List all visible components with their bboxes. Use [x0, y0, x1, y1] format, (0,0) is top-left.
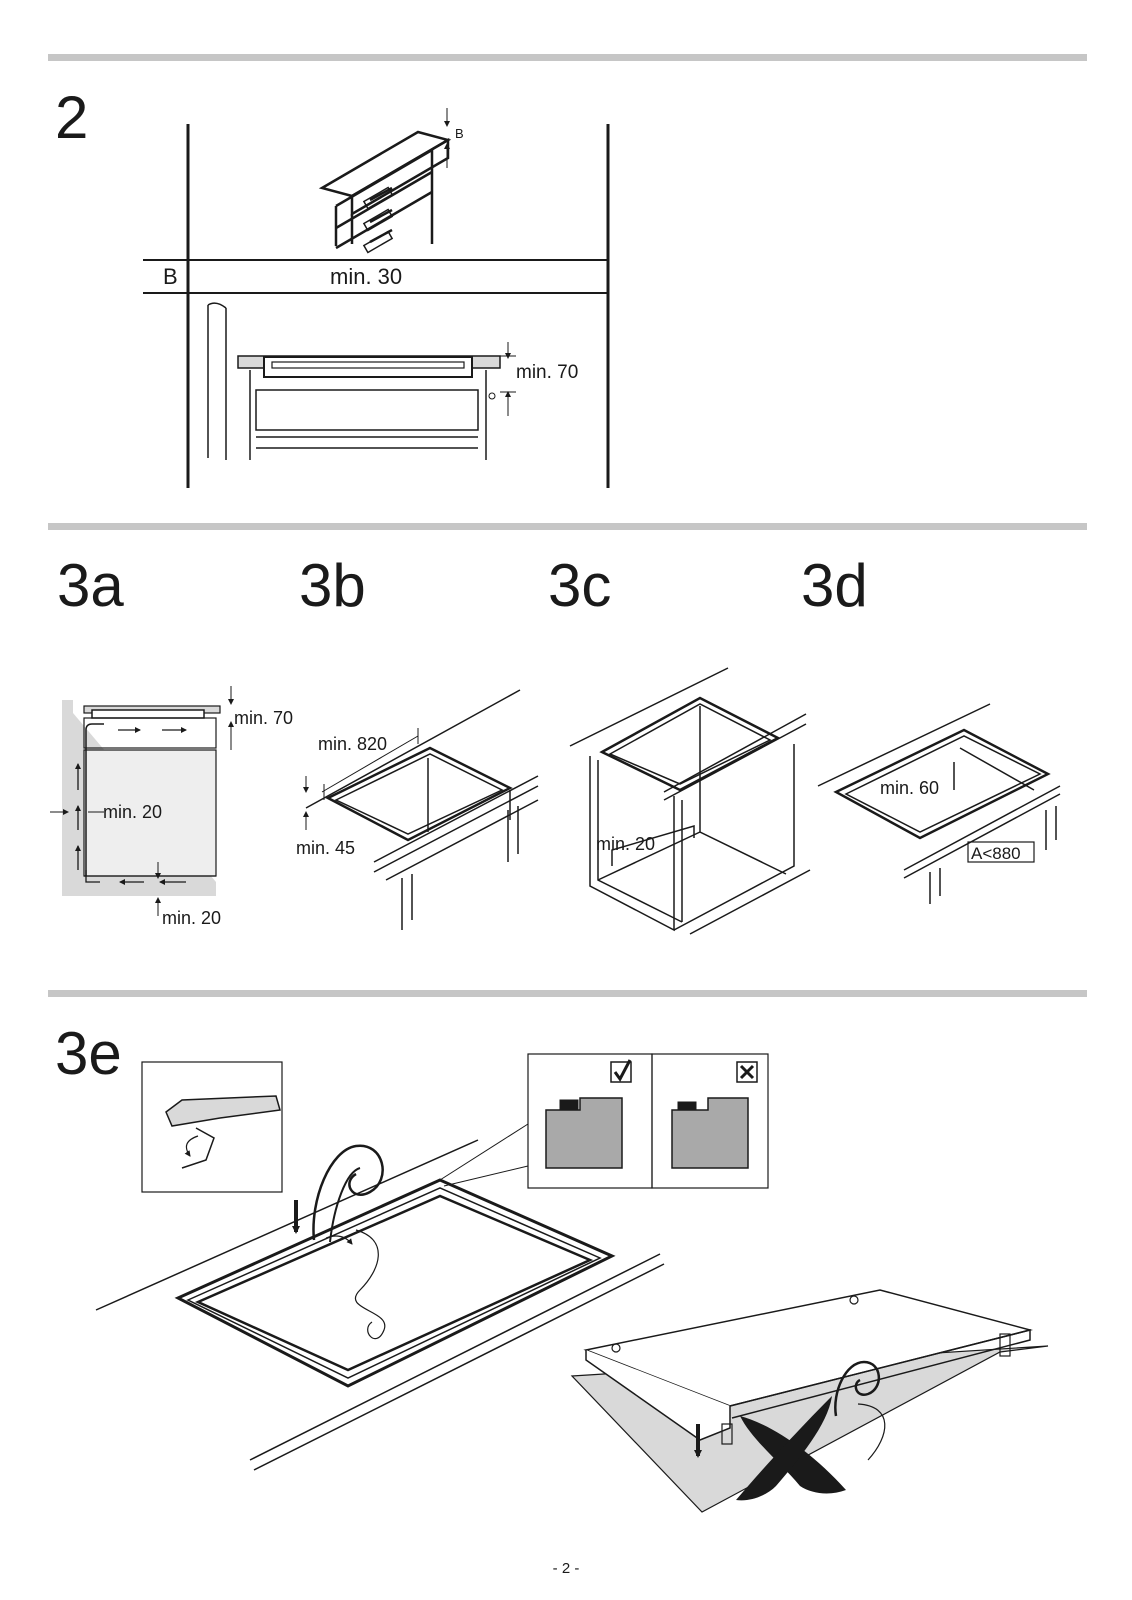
seal-inset-box	[141, 1061, 283, 1193]
check-mark-icon	[610, 1059, 632, 1083]
figure-number-3e: 3e	[55, 1020, 122, 1087]
label-min-70-fig2: min. 70	[516, 362, 578, 383]
section-divider-top	[48, 54, 1087, 61]
figure-number-3b: 3b	[299, 552, 366, 619]
label-b-row: B	[163, 264, 178, 289]
figure-number-3a: 3a	[57, 552, 124, 619]
label-min-70-fig3a: min. 70	[234, 708, 293, 728]
figure-3b-drawing	[303, 689, 539, 930]
figure-3d-drawing	[817, 703, 1061, 904]
cross-mark-icon	[736, 1061, 758, 1083]
figure-number-3c: 3c	[548, 552, 612, 619]
figure-3c-drawing	[569, 667, 811, 935]
figure-number-3d: 3d	[801, 552, 868, 619]
label-min-30: min. 30	[330, 264, 402, 289]
label-min-45: min. 45	[296, 838, 355, 858]
label-a-less-880: A<880	[971, 844, 1021, 863]
section-divider-bottom	[48, 990, 1087, 997]
figure-3a-drawing	[50, 686, 234, 916]
label-min-60: min. 60	[880, 778, 939, 798]
label-min-820: min. 820	[318, 734, 387, 754]
wrong-placement-cross-icon	[736, 1396, 846, 1501]
label-min-20-fig3c: min. 20	[596, 834, 655, 854]
label-min-20-bottom: min. 20	[162, 908, 221, 928]
section-divider-middle	[48, 523, 1087, 530]
label-min-20-side: min. 20	[103, 802, 162, 822]
figure-3e-drawing	[95, 1053, 1049, 1513]
label-b-small: B	[455, 126, 464, 141]
figure-2-drawing	[143, 108, 610, 488]
page-number: - 2 -	[552, 1560, 580, 1577]
figure-number-2: 2	[55, 84, 89, 151]
incorrect-detail-panel	[651, 1053, 769, 1189]
